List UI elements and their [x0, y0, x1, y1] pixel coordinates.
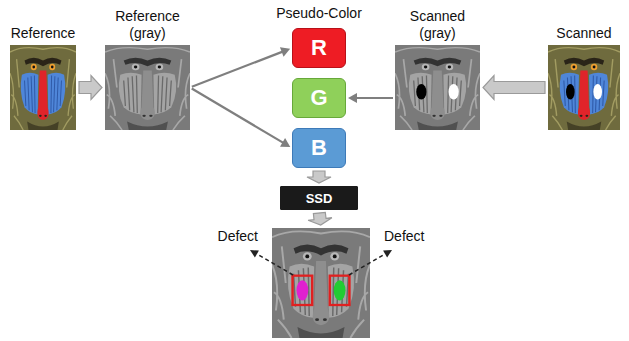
- reference-image: [10, 45, 76, 130]
- defect-spot: [416, 84, 426, 100]
- leader-arrowhead: [383, 250, 392, 258]
- arrowhead: [280, 138, 290, 147]
- block-arrow-shape: [307, 171, 331, 183]
- block-arrow-shape: [308, 212, 332, 225]
- connector-line: [192, 52, 283, 87]
- leader-arrowhead: [250, 250, 259, 258]
- arrow-connector: [192, 89, 291, 147]
- reference-gray-image: [105, 45, 190, 130]
- image-frame: Scanned (gray): [395, 45, 480, 130]
- image-frame: Scanned: [548, 45, 620, 130]
- group-heading: Pseudo-Color: [276, 5, 362, 21]
- mandrill-gray: [105, 45, 190, 130]
- block-arrow: [308, 212, 332, 225]
- mandrill-color: [548, 45, 620, 130]
- mandrill-gray: [272, 228, 370, 338]
- image-title: Scanned (gray): [398, 8, 478, 42]
- process-box: R: [292, 28, 346, 68]
- arrowhead: [280, 47, 290, 56]
- block-arrow: [483, 76, 545, 100]
- image-title: Reference: [3, 25, 83, 42]
- scanned-gray-image: [395, 45, 480, 130]
- block-arrow: [79, 76, 102, 100]
- arrowhead: [348, 93, 357, 103]
- leader-line: [349, 254, 385, 275]
- process-box: SSD: [280, 186, 358, 210]
- process-box: B: [292, 128, 346, 168]
- image-frame: Reference (gray): [105, 45, 190, 130]
- box-label: B: [311, 135, 327, 161]
- connector-line: [192, 89, 284, 143]
- defect-spot: [449, 84, 459, 100]
- arrow-connector: [192, 47, 290, 86]
- image-frame: DefectDefect: [272, 228, 370, 338]
- block-arrow-shape: [483, 76, 545, 100]
- defect-box: [293, 276, 313, 305]
- defect-spot: [593, 84, 602, 100]
- defect-label: Defect: [384, 228, 424, 244]
- connector-line: [356, 97, 393, 99]
- defect-box: [330, 276, 350, 305]
- defect-spot: [334, 280, 346, 300]
- box-label: G: [310, 85, 327, 111]
- process-box: G: [292, 78, 346, 118]
- result-image: [272, 228, 370, 338]
- defect-spot: [566, 84, 575, 100]
- defect-spot: [297, 280, 309, 300]
- box-label: R: [311, 35, 327, 61]
- defect-label: Defect: [218, 228, 258, 244]
- image-title: Scanned: [544, 25, 624, 42]
- arrow-connector: [348, 93, 393, 103]
- leader-line: [257, 254, 293, 275]
- block-arrow: [307, 171, 331, 183]
- image-title: Reference (gray): [108, 8, 188, 42]
- image-frame: Reference: [10, 45, 76, 130]
- mandrill-color: [10, 45, 76, 130]
- mandrill-gray: [395, 45, 480, 130]
- scanned-image: [548, 45, 620, 130]
- block-arrow-shape: [79, 76, 102, 100]
- box-label: SSD: [306, 191, 333, 206]
